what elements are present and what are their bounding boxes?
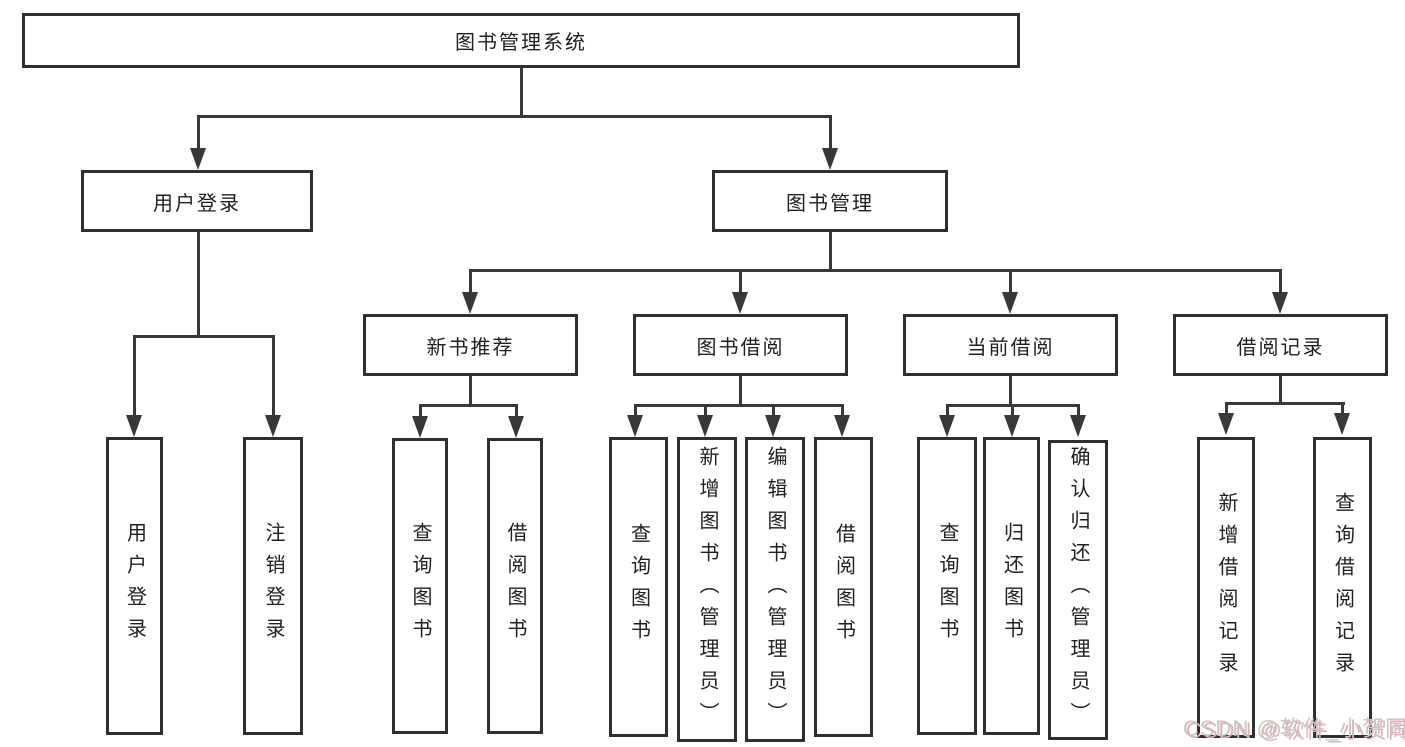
connector-drop-book-borrow [739,269,742,292]
arrowhead-ul-logout [265,415,281,437]
connector-book-mgmt-stem [829,232,832,272]
leaf-br-query-record: 查询借阅记录 [1313,437,1372,738]
leaf-user-login-label: 用户登录 [123,522,146,650]
arrowhead-br-add [1218,413,1234,435]
connector-new-rec-rail [419,404,518,407]
node-current-borrow-label: 当前借阅 [966,336,1055,359]
leaf-logout-label: 注销登录 [262,522,284,650]
connector-drop-user-login [197,115,200,150]
node-book-mgmt-label: 图书管理 [786,192,874,215]
leaf-cb-confirm-return-admin-label: 确认归还（管理员） [1067,446,1089,734]
arrowhead-ul-login [126,415,142,437]
leaf-nr-borrow-books-label: 借阅图书 [504,522,526,650]
arrowhead-nr-borrow [508,416,524,438]
leaf-br-add-record-label: 新增借阅记录 [1215,491,1237,684]
connector-book-borrow-rail [634,404,844,407]
csdn-watermark: CSDN @软件_小贺同学 [1183,716,1405,741]
leaf-logout: 注销登录 [243,437,303,735]
leaf-user-login: 用户登录 [106,437,163,735]
arrowhead-bb-borrow [834,415,850,437]
connector-borrow-rec-stem [1279,376,1282,405]
leaf-cb-query-books: 查询图书 [917,437,977,735]
node-book-borrow: 图书借阅 [633,314,848,376]
connector-drop-ul-login [133,335,136,415]
leaf-bb-query-books: 查询图书 [609,437,668,737]
arrowhead-book-mgmt [822,148,838,170]
arrowhead-cb-confirm [1070,415,1086,437]
node-user-login-label: 用户登录 [153,192,241,215]
leaf-cb-query-books-label: 查询图书 [936,522,958,650]
connector-drop-bb-borrow [841,404,844,415]
leaf-bb-add-books-admin: 新增图书（管理员） [677,437,737,742]
connector-drop-new-rec [469,269,472,292]
connector-drop-nr-query [419,404,422,416]
leaf-nr-query-books: 查询图书 [392,438,448,734]
arrowhead-user-login [190,148,206,170]
connector-drop-cb-query [946,404,949,415]
connector-drop-book-mgmt [829,115,832,150]
node-root-label: 图书管理系统 [455,32,587,54]
arrowhead-cb-return [1004,415,1020,437]
connector-drop-cb-return [1011,404,1014,415]
leaf-cb-confirm-return-admin: 确认归还（管理员） [1048,440,1108,740]
connector-drop-cur-borrow [1009,269,1012,292]
leaf-bb-query-books-label: 查询图书 [627,523,650,651]
arrowhead-bb-query [627,415,643,437]
connector-book-borrow-stem [739,376,742,407]
leaf-cb-return-books: 归还图书 [983,437,1040,735]
leaf-br-add-record: 新增借阅记录 [1197,437,1255,738]
connector-level3-rail [469,269,1282,272]
node-borrow-records-label: 借阅记录 [1236,336,1325,359]
node-book-mgmt: 图书管理 [712,170,948,232]
connector-drop-br-query [1341,402,1344,413]
arrowhead-cb-query [939,415,955,437]
arrowhead-br-query [1334,413,1350,435]
connector-drop-ul-logout [272,335,275,415]
connector-drop-borrow-rec [1279,269,1282,292]
connector-drop-br-add [1225,402,1228,413]
connector-drop-cb-confirm [1077,404,1080,415]
connector-drop-nr-borrow [515,404,518,416]
leaf-cb-return-books-label: 归还图书 [1000,522,1023,650]
leaf-bb-borrow-books-label: 借阅图书 [832,523,855,651]
node-borrow-records: 借阅记录 [1173,314,1388,376]
node-new-book-rec: 新书推荐 [363,314,578,376]
node-root: 图书管理系统 [22,13,1020,68]
connector-user-login-rail [133,335,275,338]
node-user-login: 用户登录 [81,170,313,232]
connector-drop-bb-edit [772,404,775,415]
node-new-book-rec-label: 新书推荐 [426,336,515,359]
leaf-nr-borrow-books: 借阅图书 [487,438,543,734]
arrowhead-bb-edit [765,415,781,437]
arrowhead-new-rec [462,292,478,314]
connector-new-rec-stem [469,376,472,407]
connector-cur-borrow-stem [1009,376,1012,407]
arrowhead-borrow-rec [1272,292,1288,314]
arrowhead-cur-borrow [1002,292,1018,314]
leaf-bb-edit-books-admin: 编辑图书（管理员） [745,437,805,742]
node-book-borrow-label: 图书借阅 [696,336,785,359]
leaf-nr-query-books-label: 查询图书 [409,522,431,650]
leaf-bb-edit-books-admin-label: 编辑图书（管理员） [764,445,786,734]
connector-level2-rail [197,115,832,118]
connector-drop-bb-add [704,404,707,415]
connector-borrow-rec-rail [1225,402,1345,405]
arrowhead-nr-query [412,416,428,438]
arrowhead-book-borrow [732,292,748,314]
leaf-bb-add-books-admin-label: 新增图书（管理员） [696,445,718,734]
leaf-br-query-record-label: 查询借阅记录 [1331,491,1354,684]
leaf-bb-borrow-books: 借阅图书 [814,437,873,737]
connector-drop-bb-query [634,404,637,415]
arrowhead-bb-add [697,415,713,437]
connector-user-login-stem [197,232,200,338]
node-current-borrow: 当前借阅 [903,314,1118,376]
connector-root-stem [520,68,523,118]
